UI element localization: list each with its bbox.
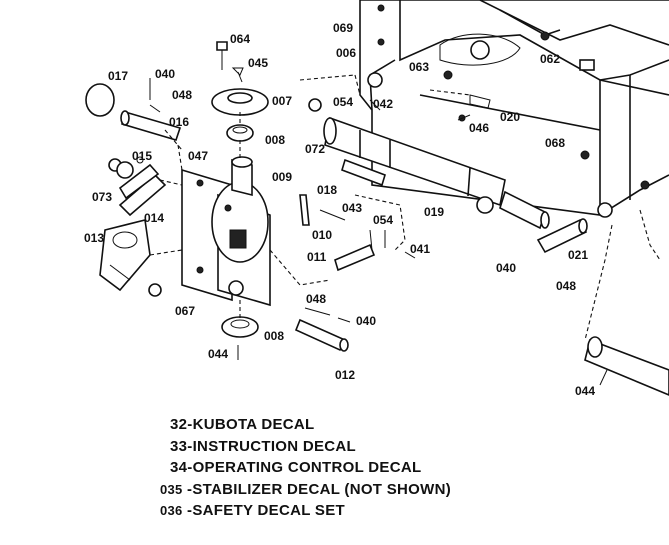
callout-068: 068 [545,136,565,150]
pin-016 [85,78,182,141]
callout-019: 019 [424,205,444,219]
callout-064: 064 [230,32,250,46]
callout-044a: 044 [208,347,228,361]
parts-diagram: 069 006 062 063 064 045 017 040 048 007 … [84,0,669,398]
callout-045: 045 [248,56,268,70]
lift-cylinder [323,116,550,230]
mount-plate [181,156,271,307]
callout-009: 009 [272,170,292,184]
assembly-lines [149,74,471,318]
callout-013: 013 [84,231,104,245]
callout-048b: 048 [556,279,576,293]
callout-016: 016 [169,115,189,129]
callout-040c: 040 [356,314,376,328]
callout-040b: 040 [496,261,516,275]
callout-073: 073 [92,190,112,204]
callout-017: 017 [108,69,128,83]
callout-015: 015 [132,149,152,163]
callout-008b: 008 [264,329,284,343]
callout-040a: 040 [155,67,175,81]
callout-044b: 044 [575,384,595,398]
callout-006: 006 [336,46,356,60]
callout-labels: 069 006 062 063 064 045 017 040 048 007 … [84,21,595,398]
callout-054a: 054 [333,95,353,109]
callout-010: 010 [312,228,332,242]
bracket-013 [99,219,162,297]
linkage [294,98,416,352]
callout-072: 072 [305,142,325,156]
callout-042: 042 [373,97,393,111]
callout-008a: 008 [265,133,285,147]
callout-014: 014 [144,211,164,225]
legend-row: 32-KUBOTA DECAL [170,416,315,433]
main-frame [359,0,669,216]
legend-row: 036 -SAFETY DECAL SET [160,502,345,519]
legend-row: 34-OPERATING CONTROL DECAL [170,459,422,476]
callout-041: 041 [410,242,430,256]
callout-012: 012 [335,368,355,382]
decal-legend: 32-KUBOTA DECAL 33-INSTRUCTION DECAL 34-… [160,414,580,522]
legend-row: 33-INSTRUCTION DECAL [170,437,357,455]
callout-048c: 048 [306,292,326,306]
callout-063: 063 [409,60,429,74]
callout-067: 067 [175,304,195,318]
callout-007: 007 [272,94,292,108]
pin-021 [536,202,613,254]
callout-062: 062 [540,52,560,66]
callout-011: 011 [307,250,327,264]
link-014 [108,156,167,217]
lower-right-arm [584,209,669,396]
legend-row: 035 -STABILIZER DECAL (NOT SHOWN) [160,480,452,498]
callout-054b: 054 [373,213,393,227]
callout-043: 043 [342,201,362,215]
callout-046: 046 [469,121,489,135]
callout-069: 069 [333,21,353,35]
callout-018: 018 [317,183,337,197]
callout-020: 020 [500,110,520,124]
callout-021: 021 [568,248,588,262]
callout-047: 047 [188,149,208,163]
callout-048a: 048 [172,88,192,102]
